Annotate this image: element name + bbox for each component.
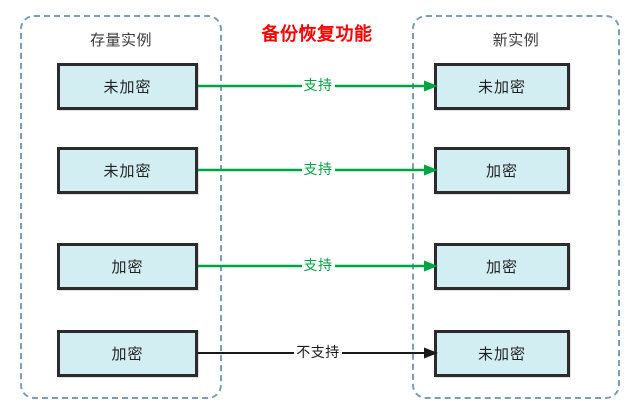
connector-label-wrap-2: 支持 (198, 157, 438, 183)
group-right-title: 新实例 (492, 31, 540, 49)
connector-label-wrap-1: 支持 (198, 73, 438, 99)
connector-label-wrap-4: 不支持 (198, 340, 438, 366)
arrow-line-1 (198, 80, 438, 92)
connector-label-2: 支持 (301, 162, 335, 178)
center-heading: 备份恢复功能 (261, 24, 373, 45)
target-node-3: 加密 (434, 243, 570, 290)
source-node-3: 加密 (57, 243, 198, 290)
arrow-line-4 (198, 347, 438, 359)
target-node-2: 加密 (434, 147, 570, 194)
connector-arrow-4: 不支持 (198, 340, 438, 366)
connector-arrow-2: 支持 (198, 157, 438, 183)
arrow-line-2 (198, 164, 438, 176)
group-new-instances: 新实例 (412, 15, 620, 399)
source-node-2: 未加密 (57, 147, 198, 194)
target-node-1: 未加密 (434, 63, 570, 110)
connector-label-3: 支持 (301, 258, 335, 274)
target-node-4: 未加密 (434, 330, 570, 377)
source-node-1: 未加密 (57, 63, 198, 110)
source-node-4: 加密 (57, 330, 198, 377)
connector-label-1: 支持 (301, 78, 335, 94)
group-existing-instances: 存量实例 (20, 15, 222, 399)
connector-label-4: 不支持 (294, 345, 342, 361)
connector-label-wrap-3: 支持 (198, 253, 438, 279)
group-left-title: 存量实例 (89, 31, 152, 49)
arrow-line-3 (198, 260, 438, 272)
connector-arrow-1: 支持 (198, 73, 438, 99)
connector-arrow-3: 支持 (198, 253, 438, 279)
